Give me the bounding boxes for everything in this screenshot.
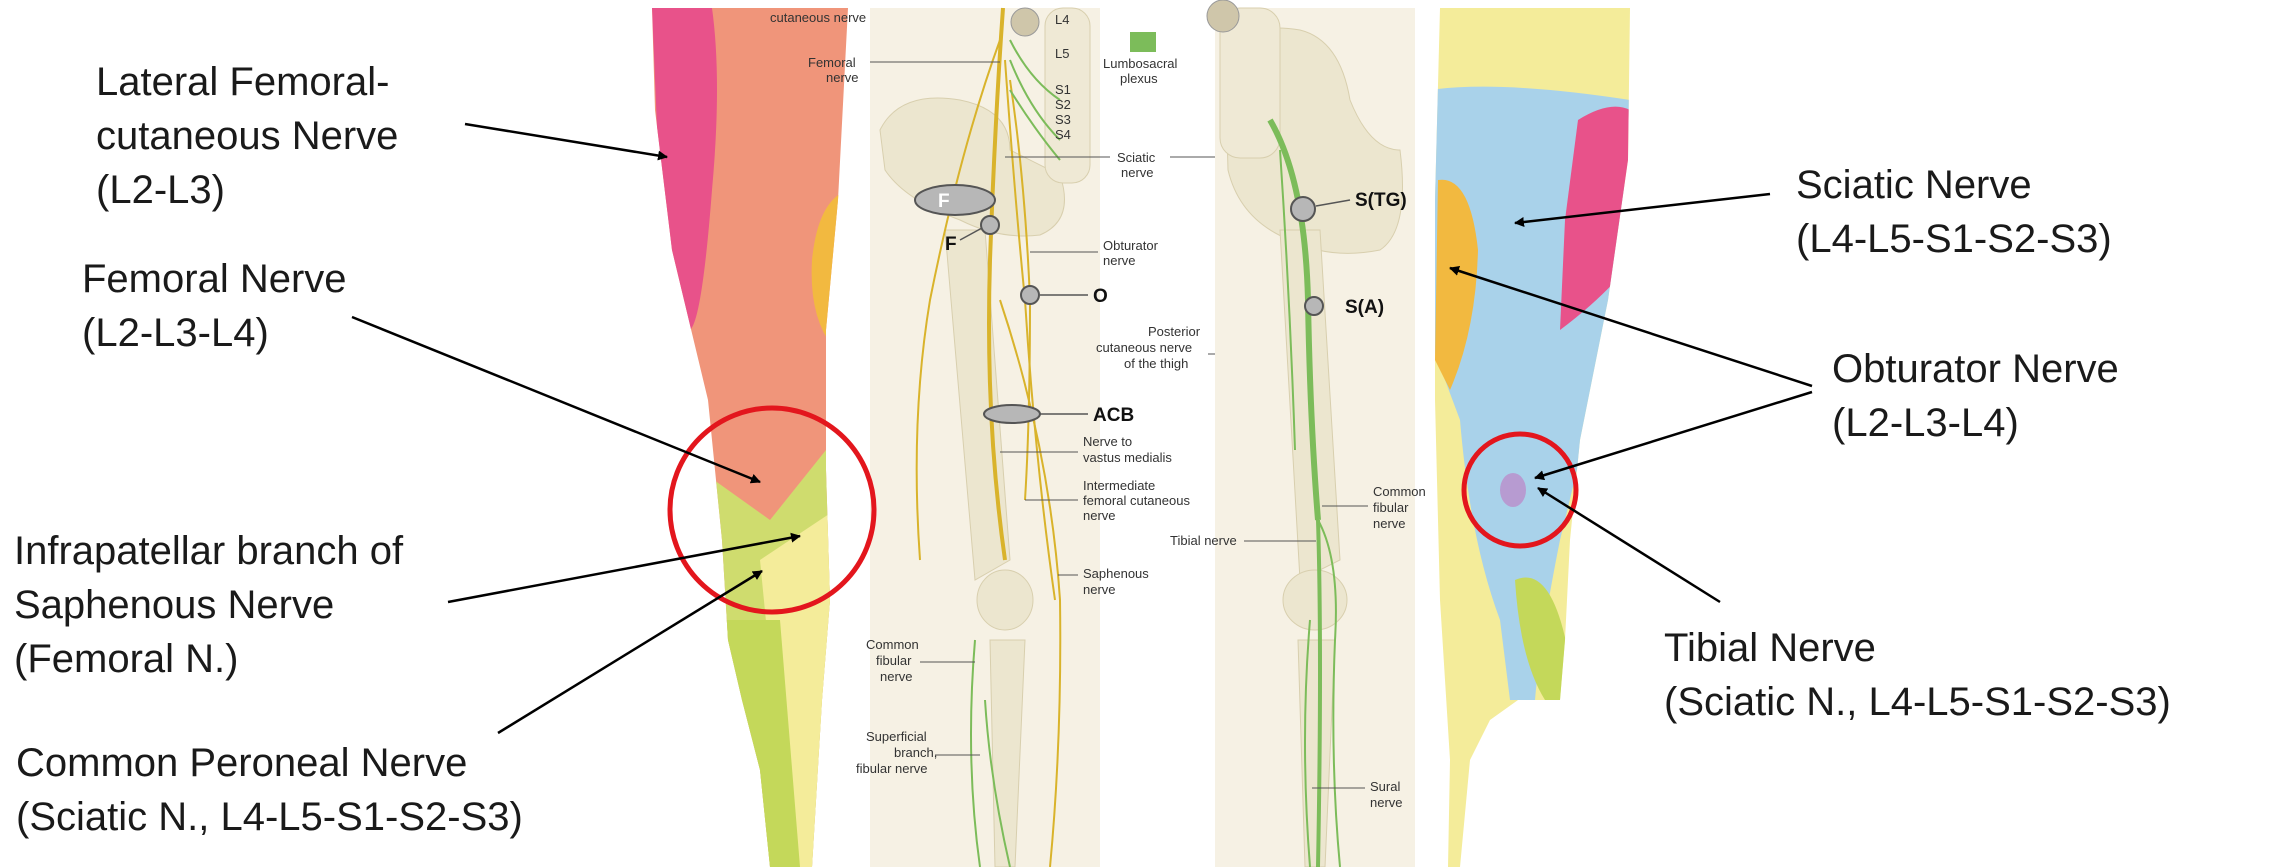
arrow-common-peroneal <box>498 571 762 733</box>
label-common-fibular-r1: Common <box>1373 484 1426 499</box>
label-obturator-2: nerve <box>1103 253 1136 268</box>
marker-S-A: S(A) <box>1345 297 1384 318</box>
label-common-fibular-l1: Common <box>866 637 919 652</box>
label-sural-2: nerve <box>1370 795 1403 810</box>
label-intermediate-2: femoral cutaneous <box>1083 493 1190 508</box>
callout-common-peroneal-line1: Common Peroneal Nerve <box>16 741 467 785</box>
tibial-region <box>1500 473 1526 507</box>
anterior-leg-dermatome-map <box>640 0 860 867</box>
label-vastus-2: vastus medialis <box>1083 450 1172 465</box>
callout-infrapatellar-line2: Saphenous Nerve <box>14 583 334 627</box>
knee-bone <box>977 570 1033 630</box>
label-superficial-3: fibular nerve <box>856 761 928 776</box>
label-L4: L4 <box>1055 12 1069 27</box>
label-L5: L5 <box>1055 46 1069 61</box>
label-lumbosacral-1: Lumbosacral <box>1103 56 1178 71</box>
label-S4: S4 <box>1055 127 1071 142</box>
label-common-fibular-r2: fibular <box>1373 500 1409 515</box>
label-vastus-1: Nerve to <box>1083 434 1132 449</box>
label-posterior-cut-3: of the thigh <box>1124 356 1188 371</box>
callout-sciatic-line2: (L4-L5-S1-S2-S3) <box>1796 217 2112 261</box>
callout-femoral: Femoral Nerve (L2-L3-L4) <box>82 257 347 355</box>
callout-tibial: Tibial Nerve (Sciatic N., L4-L5-S1-S2-S3… <box>1664 626 2171 724</box>
label-femoral-nerve-2: nerve <box>826 70 859 85</box>
callout-sciatic-line1: Sciatic Nerve <box>1796 163 2032 207</box>
posterior-knee-bone <box>1283 570 1347 630</box>
callout-lfcn-line1: Lateral Femoral- <box>96 60 389 104</box>
spine-disc-top <box>1011 8 1039 36</box>
arrow-lfcn <box>465 124 667 157</box>
callout-tibial-line2: (Sciatic N., L4-L5-S1-S2-S3) <box>1664 680 2171 724</box>
label-lumbosacral-2: plexus <box>1120 71 1158 86</box>
callout-tibial-line1: Tibial Nerve <box>1664 626 1876 670</box>
callout-obturator-line2: (L2-L3-L4) <box>1832 401 2019 445</box>
label-sciatic-1: Sciatic <box>1117 150 1156 165</box>
label-femoral-nerve-1: Femoral <box>808 55 856 70</box>
label-posterior-cut-2: cutaneous nerve <box>1096 340 1192 355</box>
marker-F-top-ellipse <box>915 185 995 215</box>
callout-lfcn-line3: (L2-L3) <box>96 168 225 212</box>
posterior-anatomy-panel <box>1207 0 1415 867</box>
label-S2: S2 <box>1055 97 1071 112</box>
marker-S-TG: S(TG) <box>1355 190 1407 211</box>
label-tibial-nerve: Tibial nerve <box>1170 533 1237 548</box>
label-saphenous-2: nerve <box>1083 582 1116 597</box>
callout-femoral-line2: (L2-L3-L4) <box>82 311 269 355</box>
label-cutaneous-nerve: cutaneous nerve <box>770 10 866 25</box>
marker-O-circle <box>1021 286 1039 304</box>
callout-infrapatellar: Infrapatellar branch of Saphenous Nerve … <box>14 529 404 681</box>
label-sciatic-2: nerve <box>1121 165 1154 180</box>
marker-F-bottom-circle <box>981 216 999 234</box>
callout-lfcn: Lateral Femoral- cutaneous Nerve (L2-L3) <box>96 60 398 212</box>
callout-femoral-line1: Femoral Nerve <box>82 257 347 301</box>
callout-common-peroneal-line2: (Sciatic N., L4-L5-S1-S2-S3) <box>16 795 523 839</box>
lumbosacral-legend-swatch <box>1130 32 1156 52</box>
callout-lfcn-line2: cutaneous Nerve <box>96 114 398 158</box>
label-superficial-2: branch, <box>894 745 937 760</box>
callout-obturator: Obturator Nerve (L2-L3-L4) <box>1832 347 2119 445</box>
marker-STG-circle <box>1291 197 1315 221</box>
label-S1: S1 <box>1055 82 1071 97</box>
label-saphenous-1: Saphenous <box>1083 566 1149 581</box>
marker-F-top: F <box>938 191 950 212</box>
posterior-spine-disc <box>1207 0 1239 32</box>
callout-infrapatellar-line1: Infrapatellar branch of <box>14 529 404 573</box>
callout-obturator-line1: Obturator Nerve <box>1832 347 2119 391</box>
label-intermediate-1: Intermediate <box>1083 478 1155 493</box>
label-common-fibular-r3: nerve <box>1373 516 1406 531</box>
label-superficial-1: Superficial <box>866 729 927 744</box>
marker-ACB-ellipse <box>984 405 1040 423</box>
callout-sciatic: Sciatic Nerve (L4-L5-S1-S2-S3) <box>1796 163 2112 261</box>
label-posterior-cut-1: Posterior <box>1148 324 1201 339</box>
marker-SA-circle <box>1305 297 1323 315</box>
marker-O: O <box>1093 286 1108 307</box>
tibial-nerve <box>1318 520 1320 867</box>
label-common-fibular-l2: fibular <box>876 653 912 668</box>
marker-F-bottom: F <box>945 234 957 255</box>
label-S3: S3 <box>1055 112 1071 127</box>
label-sural-1: Sural <box>1370 779 1400 794</box>
marker-ACB: ACB <box>1093 405 1134 426</box>
label-intermediate-3: nerve <box>1083 508 1116 523</box>
label-obturator-1: Obturator <box>1103 238 1159 253</box>
callout-common-peroneal: Common Peroneal Nerve (Sciatic N., L4-L5… <box>16 741 523 839</box>
label-common-fibular-l3: nerve <box>880 669 913 684</box>
callout-infrapatellar-line3: (Femoral N.) <box>14 637 238 681</box>
